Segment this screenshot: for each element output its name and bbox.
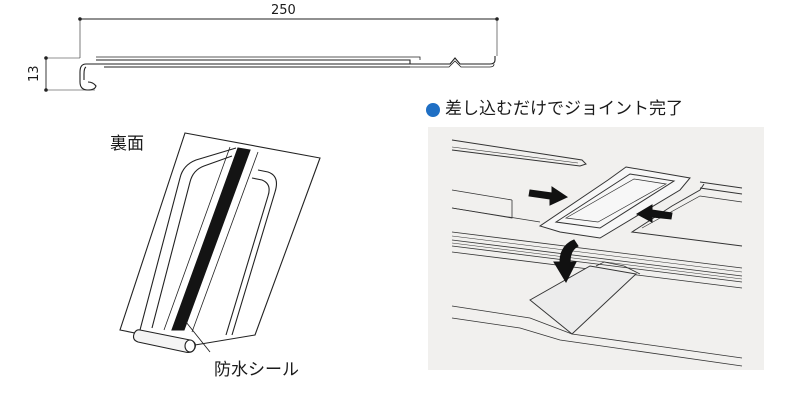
waterproof-seal [171, 147, 251, 331]
joint-tongue [538, 166, 691, 239]
back-sheet-outline [119, 132, 321, 346]
joint-drawing [451, 139, 743, 367]
arrow-insert-left [635, 204, 673, 223]
seal-callout-label: 防水シール [214, 360, 299, 380]
seal-callout-leader [185, 321, 211, 353]
height-dimension-label: 13 [27, 65, 42, 82]
arrow-insert-right [528, 186, 569, 206]
joint-caption: 差し込むだけでジョイント完了 [445, 99, 683, 119]
width-dimension-label: 250 [271, 3, 296, 18]
panel-profile [79, 63, 410, 91]
back-view-drawing [119, 132, 321, 354]
arrow-fold-down [553, 239, 579, 284]
caption-bullet [426, 103, 440, 117]
back-view-title: 裏面 [110, 134, 144, 154]
joint-illustration-panel [428, 127, 764, 370]
profile-drawing [44, 17, 499, 92]
